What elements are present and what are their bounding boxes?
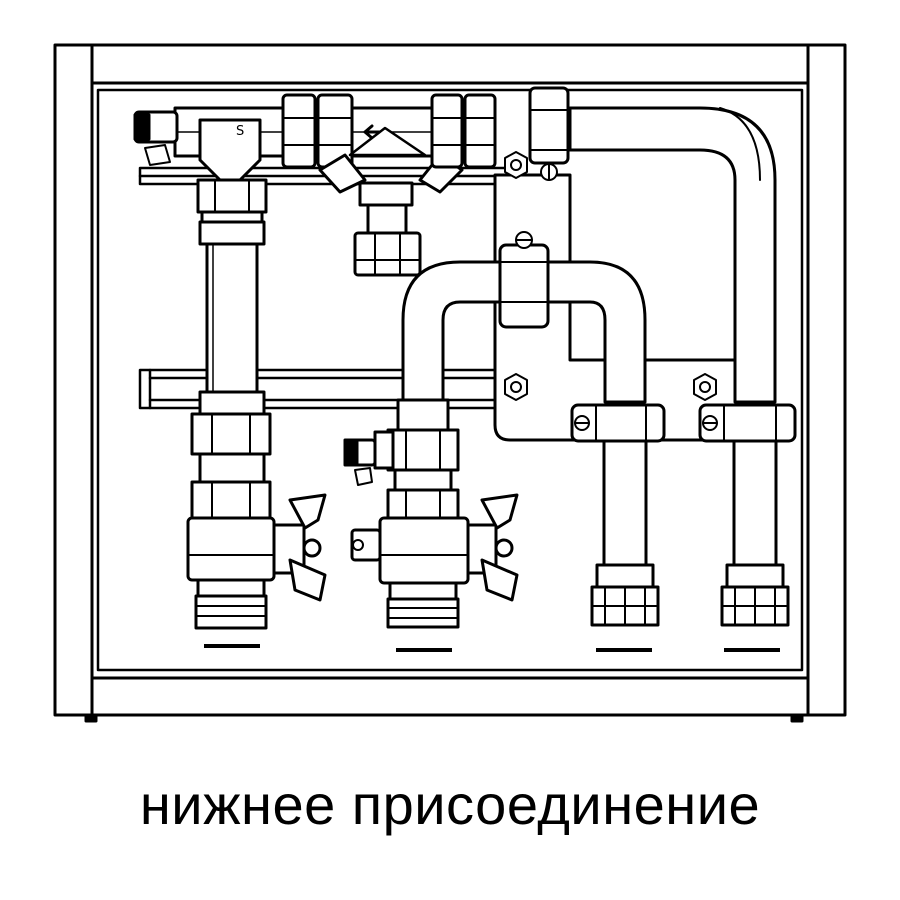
hex-nut-icon: [505, 152, 527, 178]
svg-text:S: S: [236, 124, 244, 139]
outlet-pipe-right-1: [572, 405, 664, 652]
hex-nut-icon: [694, 374, 716, 400]
butterfly-handle-icon: [290, 495, 325, 600]
mixing-valve: S: [135, 95, 495, 275]
screw-icon: [703, 416, 717, 430]
u-pipe: [403, 232, 645, 402]
ball-valve-left: [188, 392, 325, 648]
screw-icon: [575, 416, 589, 430]
outlet-pipe-right-2: [700, 405, 795, 652]
diagram-caption: нижнее присоединение: [139, 773, 761, 836]
bypass-pipe: [530, 88, 775, 402]
manifold-plate: [495, 152, 760, 440]
pump-spacer-pipe: [198, 180, 266, 392]
screw-icon: [541, 164, 557, 180]
ball-valve-middle: [345, 400, 517, 652]
butterfly-handle-icon: [482, 495, 517, 600]
screw-icon: [516, 232, 532, 248]
hex-nut-icon: [505, 374, 527, 400]
